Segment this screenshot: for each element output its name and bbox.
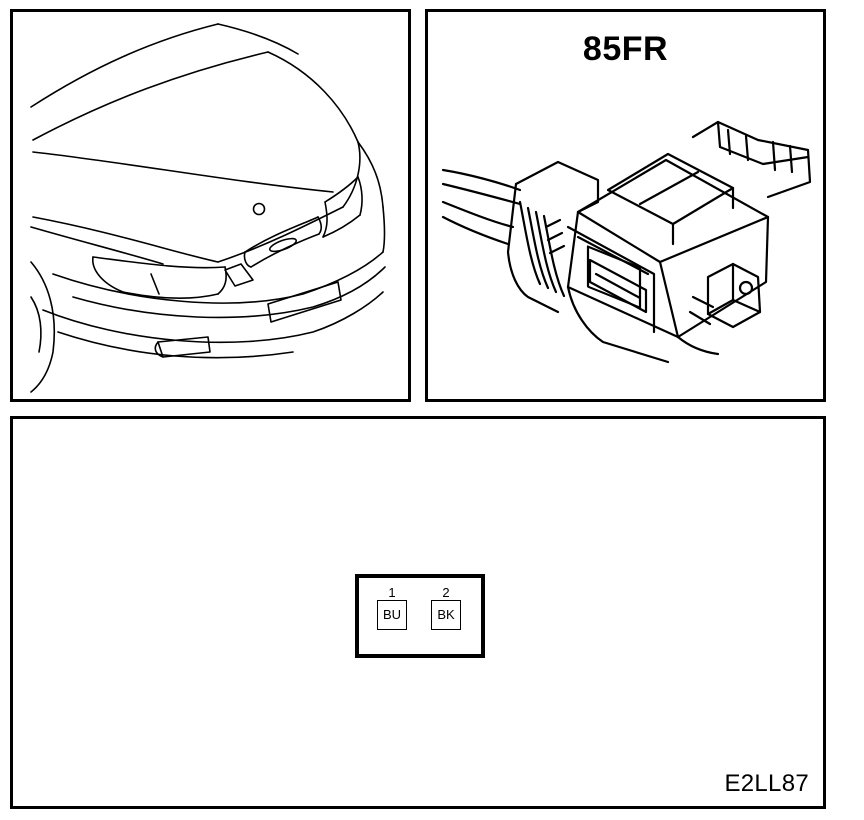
car-front-illustration [30,23,386,393]
pin-1: 1 BU [375,586,409,630]
figure-id: E2LL87 [724,770,809,797]
connector-pin-block: 1 BU 2 BK [355,574,485,658]
pin-1-number: 1 [388,585,396,600]
connector-illustration [441,120,812,364]
car-front-view-panel [10,9,411,402]
pin-2: 2 BK [429,586,463,630]
pin-2-number: 2 [442,585,450,600]
connector-view-panel: 85FR [425,9,826,402]
pin-1-wire-color: BU [377,600,407,630]
pin-2-wire-color: BK [431,600,461,630]
pinout-panel: 1 BU 2 BK E2LL87 [10,416,826,809]
connector-code: 85FR [582,30,669,68]
